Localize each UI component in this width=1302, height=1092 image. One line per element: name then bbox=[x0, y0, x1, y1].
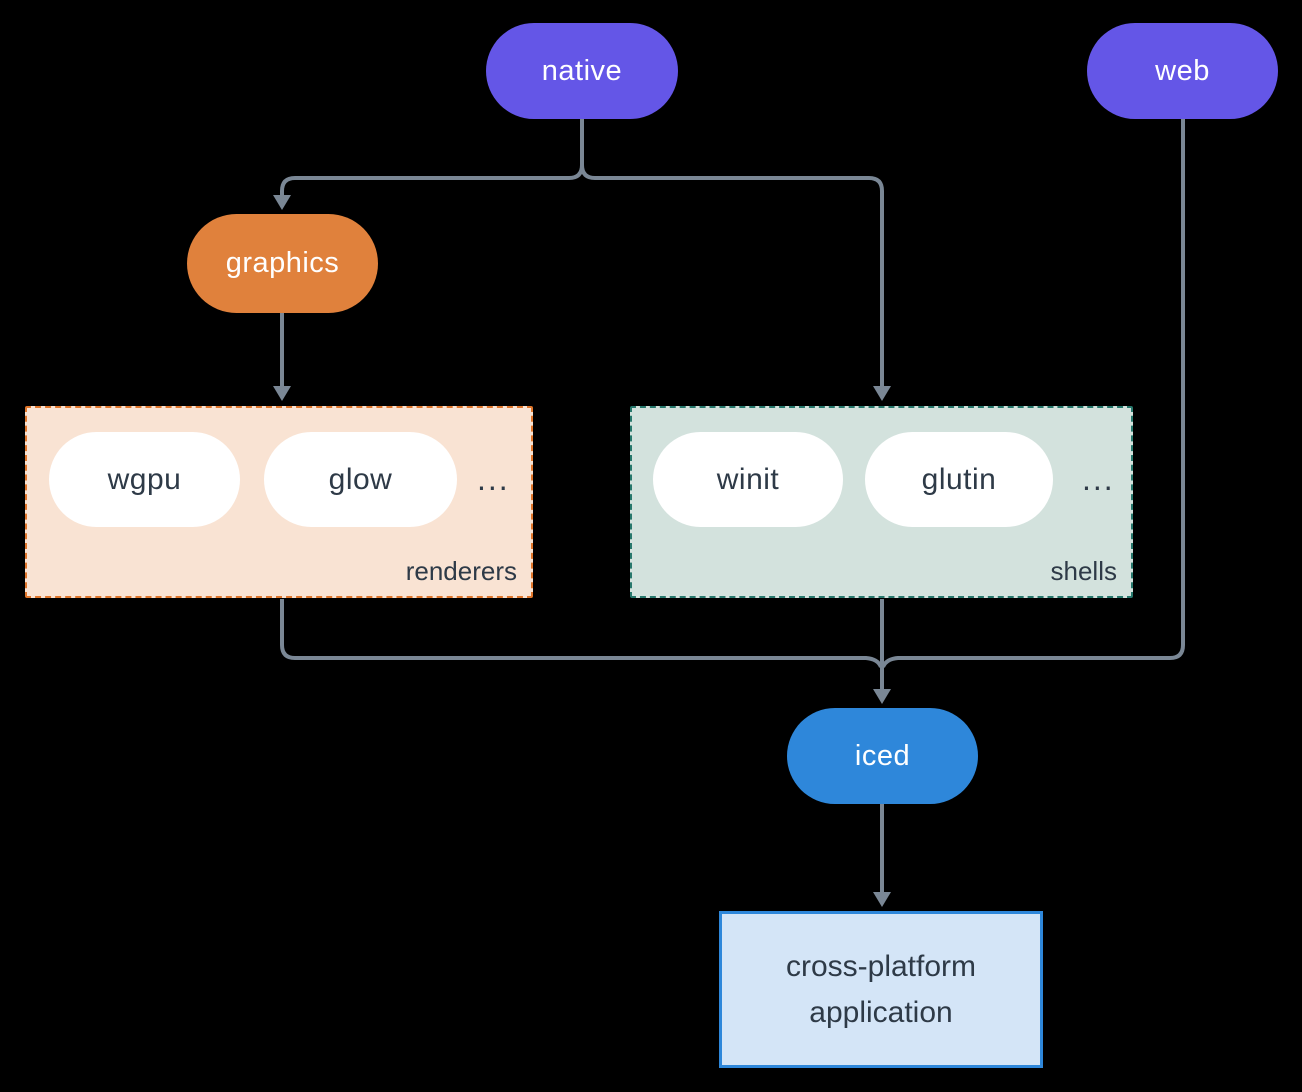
group-shells: winit glutin ... shells bbox=[630, 406, 1133, 598]
node-glutin-label: glutin bbox=[921, 462, 997, 496]
group-renderers: wgpu glow ... renderers bbox=[25, 406, 533, 598]
arrowhead-graphics bbox=[273, 195, 291, 210]
edge-native-graphics bbox=[280, 119, 584, 196]
arrowhead-renderers bbox=[273, 386, 291, 401]
renderers-ellipsis: ... bbox=[477, 461, 510, 497]
node-app-label: cross-platform application bbox=[785, 949, 977, 1029]
node-winit-label: winit bbox=[716, 462, 780, 496]
node-graphics-label: graphics bbox=[225, 247, 340, 279]
node-native: native bbox=[486, 23, 678, 119]
arrowhead-shells bbox=[873, 386, 891, 401]
node-iced: iced bbox=[787, 708, 978, 804]
renderers-group-label: renderers bbox=[405, 556, 517, 586]
node-native-label: native bbox=[541, 54, 623, 87]
edge-native-shells bbox=[580, 164, 884, 387]
node-glutin: glutin bbox=[865, 432, 1053, 527]
node-cross-platform-application: cross-platform application bbox=[719, 911, 1043, 1068]
shells-group-label: shells bbox=[1050, 556, 1117, 586]
node-iced-label: iced bbox=[854, 739, 911, 772]
node-winit: winit bbox=[653, 432, 843, 527]
node-web: web bbox=[1087, 23, 1278, 119]
shells-ellipsis: ... bbox=[1082, 461, 1115, 497]
arrowhead-iced bbox=[873, 689, 891, 704]
node-web-label: web bbox=[1155, 54, 1210, 87]
edge-web-iced bbox=[881, 118, 1185, 668]
node-glow-label: glow bbox=[328, 462, 393, 496]
arrowhead-app bbox=[873, 892, 891, 907]
node-wgpu-label: wgpu bbox=[107, 462, 182, 496]
node-glow: glow bbox=[264, 432, 457, 527]
node-graphics: graphics bbox=[187, 214, 378, 313]
edge-renderers-iced bbox=[280, 599, 883, 668]
node-wgpu: wgpu bbox=[49, 432, 240, 527]
